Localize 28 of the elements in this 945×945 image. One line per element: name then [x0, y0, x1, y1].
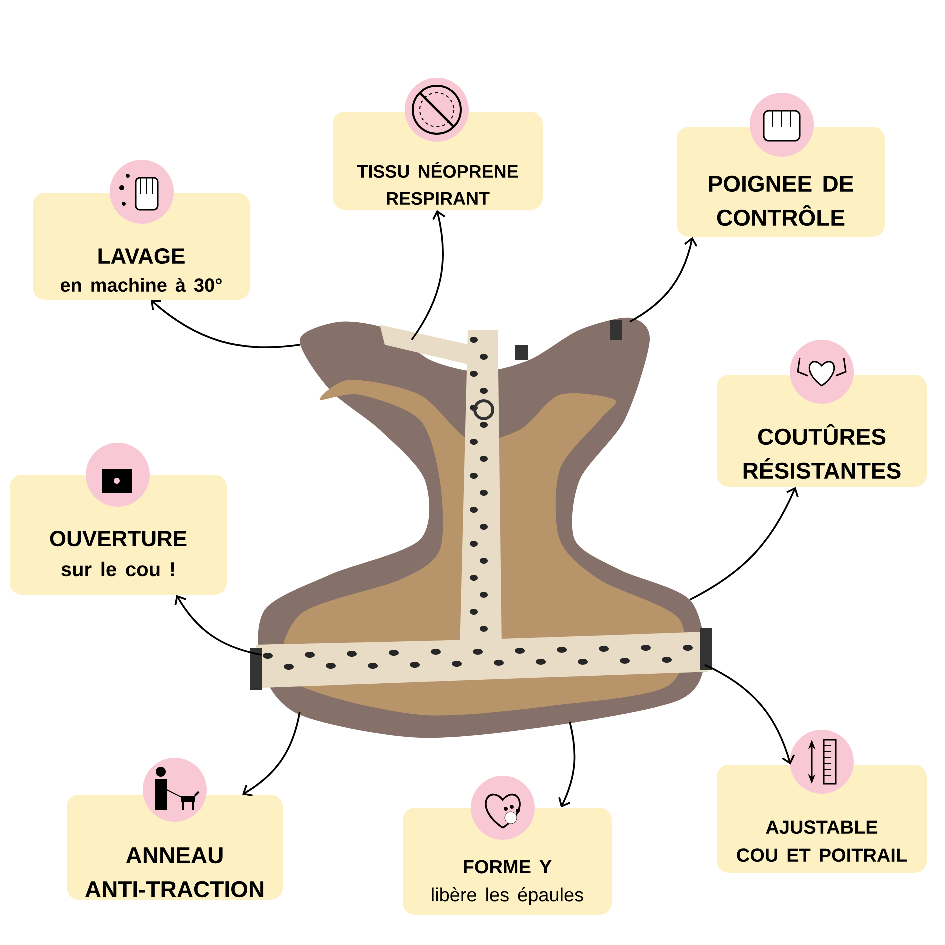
curved-arrow	[411, 210, 446, 341]
feature-box	[717, 765, 927, 873]
feature-subtitle: sur le cou !	[62, 562, 174, 577]
harness-drawing	[250, 318, 712, 738]
feature-label: TISSU NÉOPRENE RESPIRANT	[357, 162, 518, 206]
curved-arrow	[558, 722, 576, 808]
curved-arrow	[690, 487, 799, 601]
feature-label: POIGNEE DE CONTRÔLE	[709, 176, 854, 226]
feature-label: AJUSTABLE COU ET POITRAIL	[737, 820, 907, 862]
feature-box	[10, 475, 227, 595]
feature-label: ANNEAU ANTI-TRACTION	[86, 848, 264, 898]
curved-arrow	[704, 664, 796, 765]
curved-arrow	[174, 595, 262, 656]
feature-subtitle: en machine à 30°	[61, 278, 222, 292]
feature-label: COUTÛRES RÉSISTANTES	[744, 424, 901, 480]
feature-box	[403, 808, 612, 915]
feature-subtitle: libère les épaules	[432, 888, 584, 906]
feature-box	[677, 127, 885, 237]
feature-box	[67, 795, 283, 900]
feature-box	[717, 375, 927, 487]
curved-arrow	[242, 712, 301, 797]
curved-arrow	[150, 300, 300, 348]
feature-box	[33, 193, 250, 300]
feature-title: OUVERTURE	[50, 531, 187, 547]
feature-box	[333, 112, 543, 210]
feature-title: FORME Y	[464, 860, 552, 874]
feature-title: LAVAGE	[98, 248, 185, 264]
curved-arrow	[630, 237, 698, 323]
